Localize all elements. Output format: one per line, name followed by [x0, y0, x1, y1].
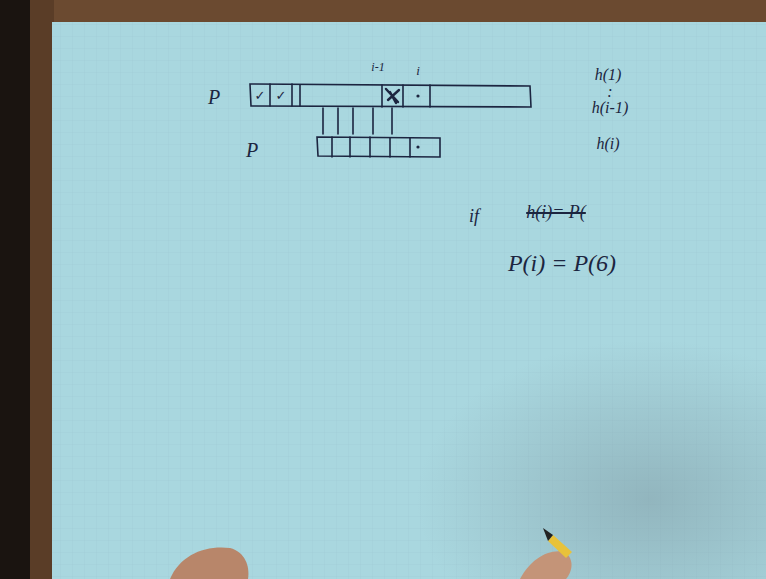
condition: P(i) = P(6) [508, 251, 616, 275]
ellipsis-mark: : [607, 84, 612, 100]
h-value: h(1) [595, 67, 622, 83]
paper-grid [52, 22, 766, 579]
array-drawing [250, 84, 531, 157]
dots [416, 94, 419, 148]
pen-tip [543, 528, 553, 541]
frame-top [30, 0, 766, 24]
array-name: P [246, 140, 258, 160]
check-mark: ✓ [276, 89, 287, 102]
array-name: P [208, 87, 220, 107]
index-label: i [416, 64, 420, 77]
h-value: h(i-1) [592, 100, 628, 116]
paper [52, 22, 766, 579]
index-label: i-1 [371, 61, 384, 73]
hand [170, 547, 248, 579]
shadow [300, 260, 766, 579]
frame-left [30, 0, 54, 579]
condition-word: if [469, 207, 479, 225]
h-value: h(i) [596, 136, 619, 152]
pen [548, 535, 572, 558]
check-mark: ✓ [255, 89, 266, 102]
struck-condition: h(i)= P( [526, 203, 586, 221]
